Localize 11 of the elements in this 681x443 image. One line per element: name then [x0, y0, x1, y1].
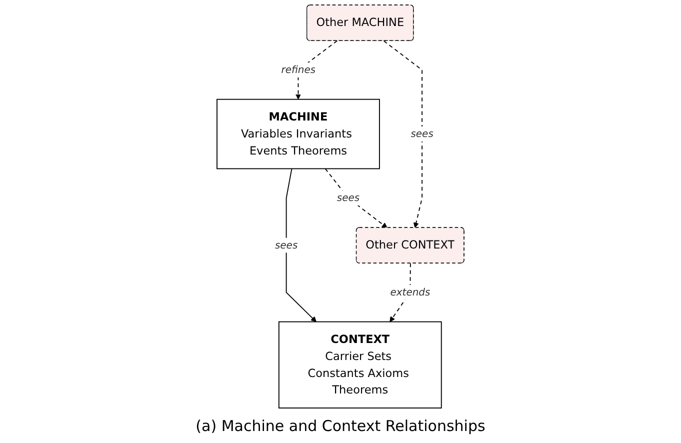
edge-label: refines [281, 64, 316, 76]
edge-label: extends [390, 286, 430, 298]
edge-label: sees [274, 238, 298, 251]
arrow [324, 168, 388, 228]
edge-label: sees [410, 128, 434, 140]
caption: (a) Machine and Context Relationships [196, 416, 486, 437]
edge-label: sees [336, 192, 360, 204]
arrow [286, 168, 316, 322]
node-box: MACHINE Variables Invariants Events Theorems [216, 98, 380, 170]
arrow [383, 40, 423, 228]
node-box: CONTEXT Carrier Sets Constants Axioms Theorems [278, 321, 442, 408]
